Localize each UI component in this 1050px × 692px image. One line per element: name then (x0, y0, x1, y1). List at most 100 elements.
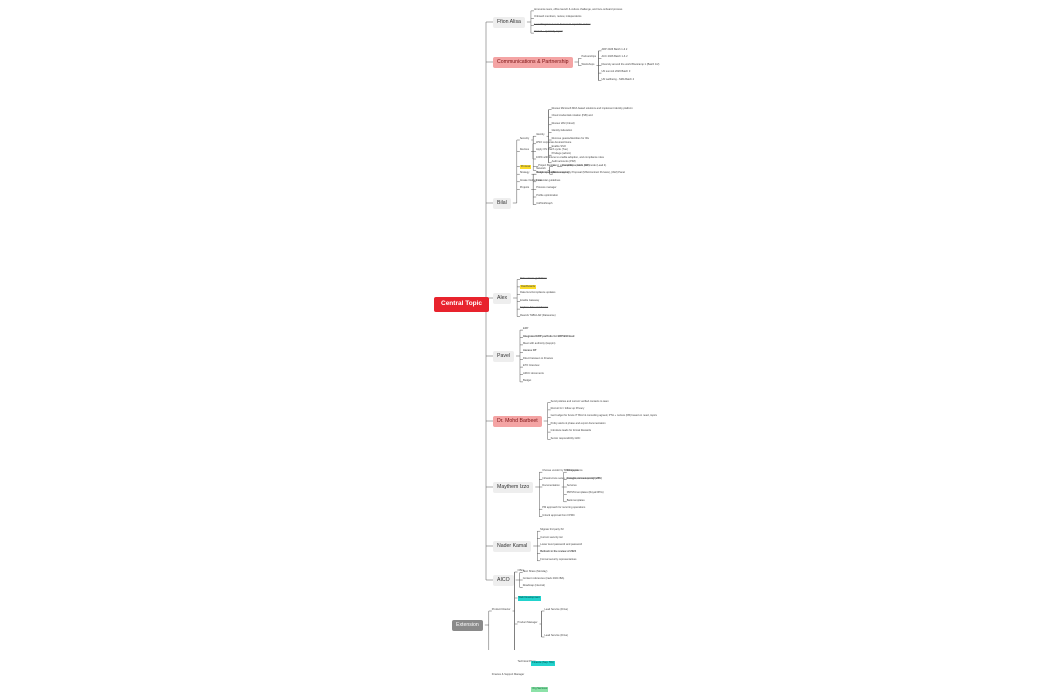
topic-node-arp-2026-batch-1-2[interactable]: ARP 2026 Batch 1 & 2 (601, 47, 628, 51)
topic-node-lead-service-drive[interactable]: Lead Service (Drive) (544, 634, 569, 637)
topic-node-review-iam-cloud[interactable]: Review IAM (Cloud) (551, 121, 575, 125)
topic-node-refresh-in-the-review-of-2024[interactable]: Refresh in the review of 2024 (540, 550, 577, 554)
topic-node-identity[interactable]: Identity (536, 133, 545, 137)
topic-node-choose-vendor-by-bam-agents[interactable]: Choose vendor by BAM agents (542, 469, 579, 473)
topic-node-workshops[interactable]: Workshops (581, 62, 595, 66)
topic-node-strategy[interactable]: Strategy (519, 171, 530, 175)
topic-node-review-security-proposal-msa-contract-pu[interactable]: Review security Proposal (MSA/contract P… (552, 171, 625, 175)
topic-node-identity-federation[interactable]: Identity federation (551, 129, 573, 133)
topic-node-copilot-graph[interactable]: CoPilot/Graph (536, 201, 553, 205)
topic-node-review-microsoft-mfa-based-solutions-and[interactable]: Review Microsoft MFA based solutions and… (551, 106, 633, 110)
topic-node-introduce-leads-for-formal-rewards[interactable]: Introduce leads for formal Rewards (550, 429, 592, 433)
topic-node-next-share-monday[interactable]: Next Share (Monday) (522, 569, 548, 573)
topic-node-100-with-intune-to-enable-adoption-and-c[interactable]: 100% with Intune to enable adoption, and… (536, 156, 604, 159)
topic-node-enable-gateway[interactable]: Enable Gateway (520, 298, 540, 302)
topic-node-cloud-credentials-rotation-isb-and[interactable]: Cloud credentials rotation (ISB) and (551, 114, 593, 118)
topic-node-documentation[interactable]: Documentation (542, 484, 560, 487)
topic-node-apply-os-patch-cycle-tue[interactable]: Apply OS Patch cycle (Tue) (536, 148, 568, 152)
topic-node-unlock-approval-from-fpmc[interactable]: Unlock approval from FPMC (542, 513, 575, 517)
topic-node-bank-templates[interactable]: Bank templates (566, 498, 585, 502)
topic-node-create-outlook-calendar-guidelines[interactable]: Create Outlook calendar guidelines (519, 178, 561, 182)
topic-node-finance-support-manager[interactable]: Finance & Support Manager (491, 673, 525, 676)
topic-node-office[interactable]: Office (517, 569, 525, 572)
topic-node-intra[interactable]: Intra (536, 178, 542, 182)
floating-topic-extension[interactable]: Extension (452, 620, 483, 632)
topic-node-un-summit-2026-batch-3[interactable]: UN summit 2026 Batch 3 (601, 70, 631, 74)
topic-node-devices[interactable]: Devices (519, 148, 530, 152)
main-topic-aico[interactable]: AICO (493, 575, 514, 587)
topic-node-migrate-3rd-party-im[interactable]: Migrate 3rd party IM (540, 528, 564, 532)
topic-node-projects[interactable]: Projects (519, 186, 530, 190)
topic-node-senior-responsibility-gdc[interactable]: Senior responsibility GDC (550, 436, 581, 440)
topic-node-eto-interview[interactable]: ETO Interview (522, 364, 540, 368)
topic-node-product-manager[interactable]: Product Manager (517, 621, 538, 624)
topic-node-explore-data-warehouse[interactable]: Explore data warehouse (520, 306, 549, 310)
topic-node-lower-level-password-and-password[interactable]: Lower level password and password (540, 543, 583, 546)
topic-node-remove-guests-identities-for-ids[interactable]: Remove guests/identities for IDs (551, 137, 589, 140)
topic-node-web-development[interactable]: Web Development (517, 596, 541, 601)
connector-lines (484, 10, 602, 650)
topic-node-compliance-forms-last[interactable]: Compliance forms (last) (562, 163, 590, 167)
topic-node-profile-optimization[interactable]: Profile optimization (536, 194, 559, 197)
topic-node-rework-tabular-dataverse[interactable]: Rework TABULAR (Dataverse) (520, 313, 556, 317)
topic-node-diversity-around-the-world-bootcamp-1-ba[interactable]: Diversity around the world Bootcamp 1 (B… (601, 62, 660, 66)
topic-node-annual-quarterly-report[interactable]: Annual + quarterly report (533, 30, 563, 34)
topic-node-budget-manager[interactable]: Budget manager (536, 171, 556, 175)
topic-node-roadmap-device-mapping[interactable]: Roadmap & device mapping (536, 171, 570, 175)
topic-node-security[interactable]: Security (519, 137, 530, 140)
topic-node-dashboards[interactable]: Dashboards (520, 284, 537, 290)
topic-node-acc-2026-batch-1-2[interactable]: ACC 2026 Batch 1 & 2 (601, 55, 628, 59)
topic-node-process[interactable]: Process (519, 164, 532, 170)
topic-node-field-systems[interactable]: Field systems (566, 469, 583, 473)
topic-node-formal-security-representatives[interactable]: Formal security representatives (540, 557, 577, 561)
topic-node-meet-with-authority-heppin[interactable]: Meet with authority (Heppin) (522, 341, 556, 345)
topic-node-access-cp[interactable]: Access CP (522, 349, 537, 353)
topic-node-process-manager[interactable]: Process manager (536, 186, 557, 190)
topic-node-network[interactable]: Network (536, 167, 546, 171)
topic-node-project-budget[interactable]: Project Budget (538, 163, 556, 167)
topic-node-announce-team-office-launch-culture-chal[interactable]: Announce team, office launch & culture c… (533, 7, 623, 11)
main-topic-ffion-alisa[interactable]: Ffion Alisa (493, 17, 525, 29)
topic-node-land-vulnerability-patch-iot-mode-lead-4[interactable]: Land, vulnerability + patch, IOT mode (L… (552, 163, 607, 167)
main-topic-communications-partnership[interactable]: Communications & Partnership (493, 57, 573, 69)
mind-map-canvas: Central Topic Ffion Alisa Announce team, … (434, 7, 660, 692)
topic-node-launching-bonus-rent-document-report-for[interactable]: Launching bonus rent document report for… (533, 22, 591, 26)
topic-node-finance-sup-5[interactable]: Finance (Sup. 5%) (531, 661, 555, 666)
topic-node-budget[interactable]: Budget (522, 378, 532, 382)
topic-node-privilege-admin[interactable]: Privilege (admin) (551, 152, 572, 156)
topic-node-roadmap-internal[interactable]: Roadmap (internal) (522, 584, 545, 588)
topic-node-content-references-track-2024-iba[interactable]: Content references (track 2024 IBA) (522, 577, 565, 580)
main-topic-dr-mohd-barbeet[interactable]: Dr. Mohd Barbeet (493, 416, 542, 428)
topic-node-services[interactable]: Services (566, 484, 577, 487)
topic-node-data-gov-compliance-updates[interactable]: Data Gov/Compliance updates (520, 291, 556, 295)
topic-node-pm-approach-for-recurring-operations[interactable]: PM approach for recurring operations (542, 506, 586, 510)
central-topic[interactable]: Central Topic (434, 297, 490, 312)
main-topic-pavel[interactable]: Pavel (493, 351, 514, 363)
main-topic-nader-kamal[interactable]: Nader Kamal (493, 541, 532, 553)
topic-node-product-director[interactable]: Product Director (491, 608, 511, 611)
topic-node-partnerships[interactable]: Partnerships (581, 55, 597, 59)
topic-node-send-policies-and-current-verified-conta[interactable]: Send policies and current verified conta… (550, 399, 609, 403)
main-topic-maythem-izzo[interactable]: Maythem Izzo (493, 482, 534, 494)
topic-node-direct-between-to-finance[interactable]: Direct between to Finance (522, 356, 554, 360)
topic-node-data-access-guidelines[interactable]: Data access guidelines (520, 276, 547, 280)
topic-node-audit-accounts-pim[interactable]: Audit accounts (PIM) (551, 159, 576, 163)
topic-node-arcc-documents[interactable]: ARCC documents (522, 371, 544, 375)
topic-node-prista-templates-royal-dpia[interactable]: PRISTA templates (Royal DPIA) (566, 491, 604, 495)
topic-node-current-security-tier[interactable]: Current security tier (540, 535, 563, 539)
topic-node-onboard-members-review-independents[interactable]: Onboard members, review, independents (533, 15, 582, 19)
topic-node-policy-alerts-phase-and-export-documenta[interactable]: Policy alerts & phase and export documen… (550, 421, 606, 425)
topic-node-compliance-case-cont-d-vtm[interactable]: Compliance case (cont'd VTM) (566, 476, 603, 480)
topic-node-erp[interactable]: ERP (522, 327, 529, 331)
topic-node-get-budget-for-future-it-bau-consulting-[interactable]: Get budget for future IT BAU & consultin… (550, 414, 657, 418)
topic-node-recruit-for-follow-up-privacy[interactable]: Recruit for / follow up Privacy (550, 406, 585, 410)
topic-node-org-services[interactable]: Org Services (531, 687, 549, 692)
topic-node-integrated-erp-portfolio-for-erp-b1cloud[interactable]: Integrated ERP portfolio for ERP/B1Cloud (522, 334, 575, 338)
topic-node-un-wellbeing-sma-batch-4[interactable]: UN wellbeing - SMA Batch 4 (601, 77, 635, 81)
main-topic-alex[interactable]: Alex (493, 293, 512, 305)
topic-node-enable-sso[interactable]: Enable SSO (551, 144, 566, 148)
topic-node-lead-service-drive[interactable]: Lead Service (Drive) (544, 608, 569, 611)
topic-node-wso-corporate-devices-intune[interactable]: WSO corporate devices/Intune (536, 140, 572, 144)
main-topic-bilal[interactable]: Bilal (493, 198, 511, 210)
topic-node-infrastructure-setup-strategic-online-le[interactable]: Infrastructure setup, strategic, online … (542, 476, 600, 480)
